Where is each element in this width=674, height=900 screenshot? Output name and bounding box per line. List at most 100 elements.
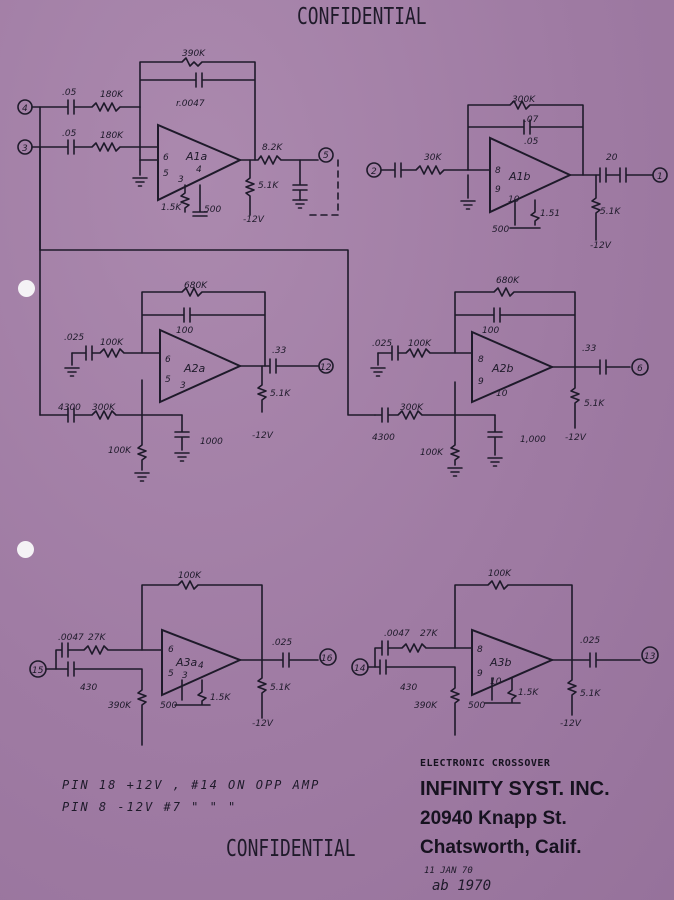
svg-text:.025: .025 xyxy=(64,333,84,343)
binder-hole-bottom xyxy=(17,541,34,558)
svg-text:1.51: 1.51 xyxy=(540,209,560,219)
svg-text:8: 8 xyxy=(478,355,484,365)
svg-text:5: 5 xyxy=(323,151,329,161)
svg-text:5.1K: 5.1K xyxy=(270,683,291,693)
svg-text:1.5K: 1.5K xyxy=(161,203,182,213)
svg-text:4: 4 xyxy=(198,661,204,671)
svg-text:500: 500 xyxy=(492,225,509,235)
svg-text:5: 5 xyxy=(168,669,174,679)
company-city: Chatsworth, Calif. xyxy=(420,837,582,858)
svg-text:.05: .05 xyxy=(524,137,539,147)
svg-text:6: 6 xyxy=(163,153,169,163)
svg-text:6: 6 xyxy=(165,355,171,365)
svg-text:300K: 300K xyxy=(512,95,536,105)
svg-text:-12V: -12V xyxy=(243,215,265,225)
node-6-terminal xyxy=(631,358,649,376)
svg-text:180K: 180K xyxy=(100,131,124,141)
svg-text:-12V: -12V xyxy=(590,241,612,251)
svg-text:.0047: .0047 xyxy=(384,629,410,639)
svg-text:A3a: A3a xyxy=(175,656,198,669)
svg-text:1: 1 xyxy=(657,172,663,182)
svg-text:27K: 27K xyxy=(88,633,106,643)
svg-text:2: 2 xyxy=(371,167,377,177)
svg-text:5.1K: 5.1K xyxy=(270,389,291,399)
svg-text:15: 15 xyxy=(32,666,44,676)
svg-text:9: 9 xyxy=(477,669,483,679)
circuit-a2b: 6 680K 100 .025 100K 4300 300K A2b 8 9 1… xyxy=(370,276,649,477)
svg-text:10: 10 xyxy=(496,389,508,399)
svg-text:390K: 390K xyxy=(182,49,206,59)
svg-text:8: 8 xyxy=(477,645,483,655)
svg-text:680K: 680K xyxy=(496,276,520,286)
node-1-terminal xyxy=(652,167,668,183)
svg-text:12: 12 xyxy=(320,363,332,373)
svg-text:100K: 100K xyxy=(488,569,512,579)
svg-text:20: 20 xyxy=(606,153,618,163)
svg-text:9: 9 xyxy=(495,185,501,195)
circuit-a1b: 2 1 300K .07 .05 30K A1b 8 9 10 1.51 500… xyxy=(366,95,668,251)
svg-text:A2b: A2b xyxy=(491,362,514,375)
date-note-1: 11 JAN 70 xyxy=(424,866,473,876)
svg-text:500: 500 xyxy=(204,205,221,215)
svg-text:390K: 390K xyxy=(108,701,132,711)
svg-text:8: 8 xyxy=(495,166,501,176)
svg-text:500: 500 xyxy=(160,701,177,711)
svg-text:-12V: -12V xyxy=(252,431,274,441)
svg-text:-12V: -12V xyxy=(560,719,582,729)
svg-text:100K: 100K xyxy=(178,571,202,581)
svg-text:3: 3 xyxy=(180,381,186,391)
svg-text:13: 13 xyxy=(644,652,656,662)
svg-text:100K: 100K xyxy=(408,339,432,349)
svg-text:.05: .05 xyxy=(62,88,77,98)
node-label: 3 xyxy=(22,144,28,154)
svg-text:5.1K: 5.1K xyxy=(600,207,621,217)
binder-hole-top xyxy=(18,280,35,297)
svg-text:3: 3 xyxy=(182,671,188,681)
confidential-stamp-top: CONFIDENTIAL xyxy=(297,4,427,30)
svg-text:5.1K: 5.1K xyxy=(584,399,605,409)
svg-text:.05: .05 xyxy=(62,129,77,139)
svg-text:5: 5 xyxy=(163,169,169,179)
svg-text:A3b: A3b xyxy=(489,656,512,669)
svg-text:A2a: A2a xyxy=(183,362,206,375)
svg-text:r.0047: r.0047 xyxy=(176,99,205,109)
node-13-terminal xyxy=(641,646,659,664)
svg-text:5.1K: 5.1K xyxy=(258,181,279,191)
circuit-a3a: 15 16 100K .0047 27K 430 A3a 6 5 3 4 390… xyxy=(29,571,337,746)
node-16-terminal xyxy=(319,648,337,666)
svg-text:8.2K: 8.2K xyxy=(262,143,283,153)
company-name: INFINITY SYST. INC. xyxy=(420,778,610,800)
svg-text:9: 9 xyxy=(478,377,484,387)
company-street: 20940 Knapp St. xyxy=(420,808,567,829)
svg-text:100K: 100K xyxy=(100,338,124,348)
svg-text:100: 100 xyxy=(176,326,193,336)
svg-text:1.5K: 1.5K xyxy=(210,693,231,703)
svg-text:-12V: -12V xyxy=(565,433,587,443)
svg-text:.33: .33 xyxy=(582,344,597,354)
svg-text:300K: 300K xyxy=(92,403,116,413)
svg-text:3: 3 xyxy=(178,175,184,185)
opamp-a1a xyxy=(157,123,243,202)
svg-text:27K: 27K xyxy=(420,629,438,639)
svg-text:680K: 680K xyxy=(184,281,208,291)
svg-text:.0047: .0047 xyxy=(58,633,84,643)
svg-text:390K: 390K xyxy=(414,701,438,711)
svg-text:A1a: A1a xyxy=(185,150,208,163)
pin-note-line1: PIN 18 +12V , #14 ON OPP AMP xyxy=(62,778,321,792)
svg-text:10: 10 xyxy=(490,677,502,687)
circuit-a3b: 14 13 100K .0047 27K 430 A3b 8 9 10 390K… xyxy=(351,569,659,736)
svg-text:1,000: 1,000 xyxy=(520,435,546,445)
svg-text:A1b: A1b xyxy=(508,170,531,183)
confidential-stamp-bottom: CONFIDENTIAL xyxy=(226,836,356,862)
svg-text:300K: 300K xyxy=(400,403,424,413)
opamp-a2b xyxy=(471,330,555,404)
node-5-terminal xyxy=(318,147,334,163)
svg-text:.025: .025 xyxy=(580,636,600,646)
svg-text:500: 500 xyxy=(468,701,485,711)
svg-text:4: 4 xyxy=(196,165,202,175)
svg-text:6: 6 xyxy=(168,645,174,655)
svg-text:1.5K: 1.5K xyxy=(518,688,539,698)
svg-text:16: 16 xyxy=(321,654,333,664)
